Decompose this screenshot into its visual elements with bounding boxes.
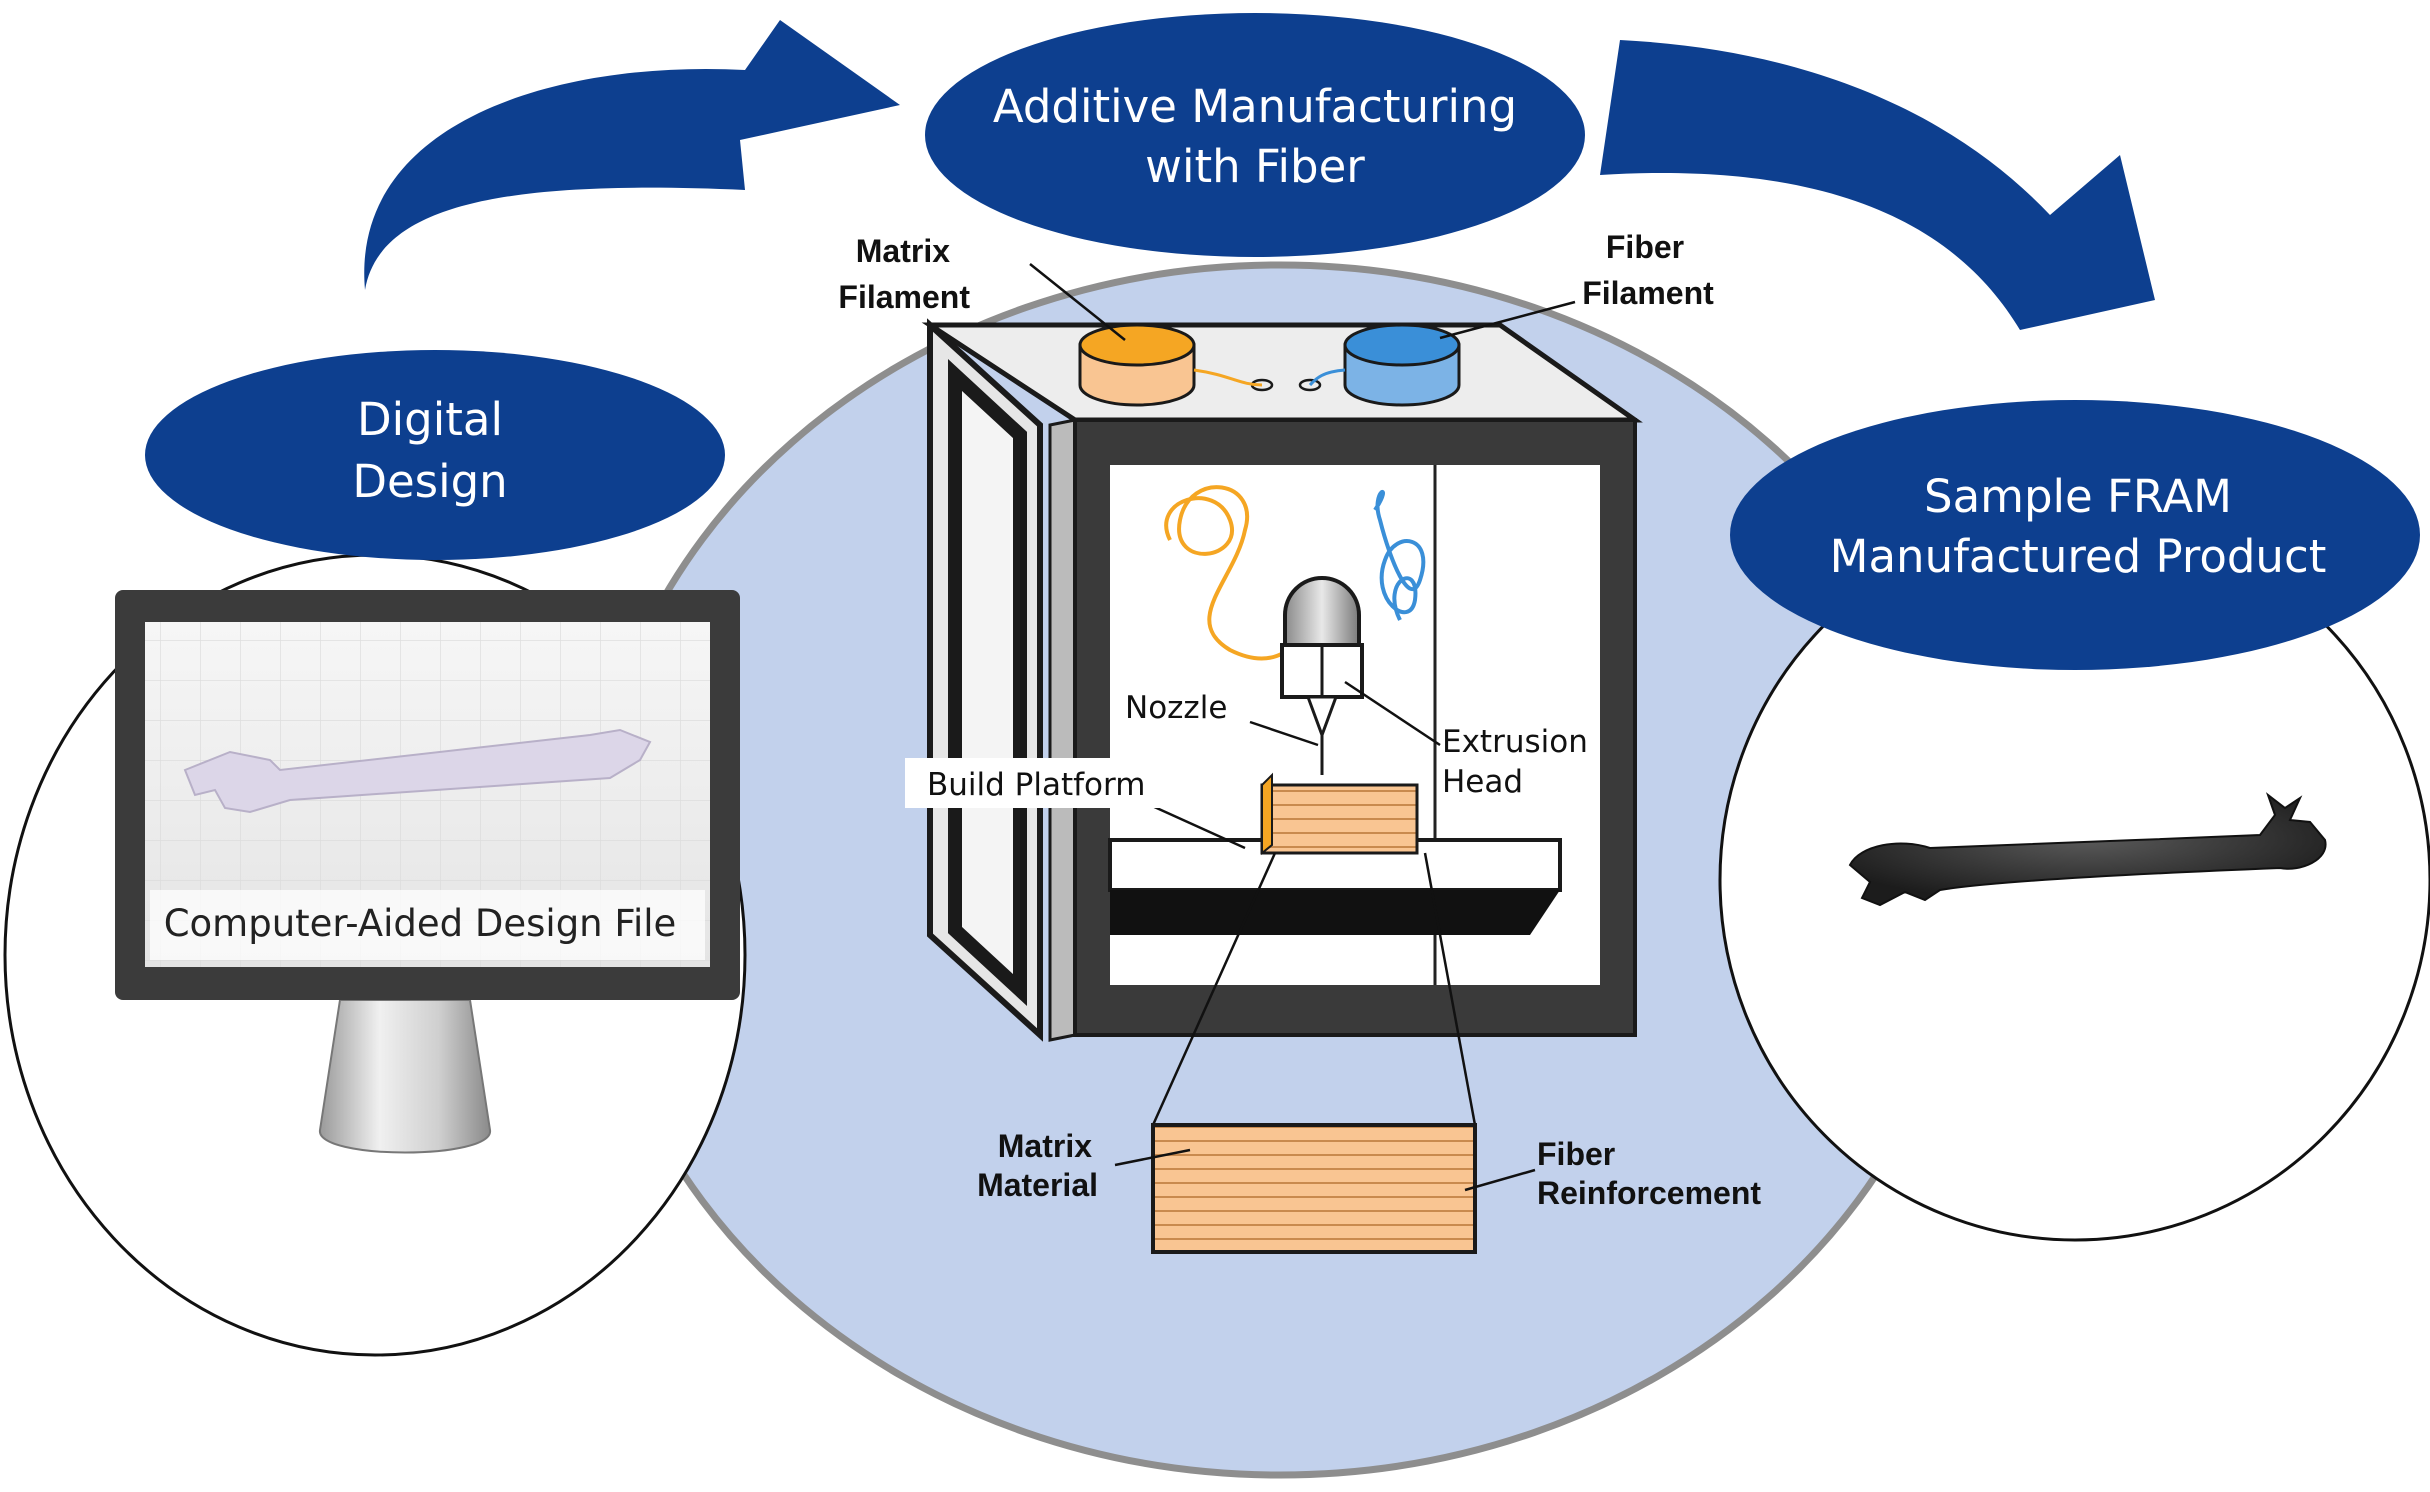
printed-part-icon (1260, 772, 1419, 856)
additive-manufacturing-line2: with Fiber (1145, 140, 1365, 193)
arrow-design-to-manufacturing (364, 20, 900, 290)
fiber-filament-label-line1: Fiber (1606, 229, 1684, 265)
fiber-reinforcement-label-line2: Reinforcement (1537, 1175, 1761, 1211)
fiber-reinforcement-label-line1: Fiber (1537, 1136, 1615, 1172)
additive-manufacturing-line1: Additive Manufacturing (993, 80, 1517, 133)
fiber-filament-label-line2: Filament (1582, 275, 1714, 311)
matrix-spool-icon (1078, 323, 1196, 407)
digital-design-line2: Design (352, 455, 507, 508)
composite-material-block (1151, 1123, 1477, 1254)
digital-design-oval (145, 350, 725, 560)
manufactured-wrench-icon (1848, 792, 2327, 907)
matrix-material-label-line2: Material (977, 1167, 1098, 1203)
sample-product-oval (1730, 400, 2420, 670)
extrusion-head-label-line1: Extrusion (1442, 724, 1588, 760)
sample-product-line2: Manufactured Product (1830, 530, 2327, 583)
fiber-spool-icon (1343, 323, 1461, 407)
sample-product-line1: Sample FRAM (1924, 470, 2232, 523)
extrusion-head-icon (1280, 576, 1364, 775)
build-platform-label: Build Platform (927, 767, 1145, 803)
arrow-manufacturing-to-product (1600, 40, 2155, 330)
matrix-filament-label-line2: Filament (838, 279, 970, 315)
additive-manufacturing-oval (925, 13, 1585, 257)
matrix-material-label-line1: Matrix (998, 1128, 1092, 1164)
nozzle-label: Nozzle (1125, 690, 1227, 726)
extrusion-head-label-line2: Head (1442, 764, 1523, 800)
fiber-filament-strand (1373, 489, 1426, 621)
cad-caption: Computer-Aided Design File (164, 902, 677, 945)
build-platform-icon (1108, 838, 1562, 935)
monitor-icon: Computer-Aided Design File (115, 590, 740, 1154)
matrix-filament-label-line1: Matrix (856, 233, 950, 269)
matrix-filament-strand (1164, 485, 1322, 661)
cad-wrench-model (183, 728, 652, 814)
digital-design-line1: Digital (357, 393, 503, 446)
